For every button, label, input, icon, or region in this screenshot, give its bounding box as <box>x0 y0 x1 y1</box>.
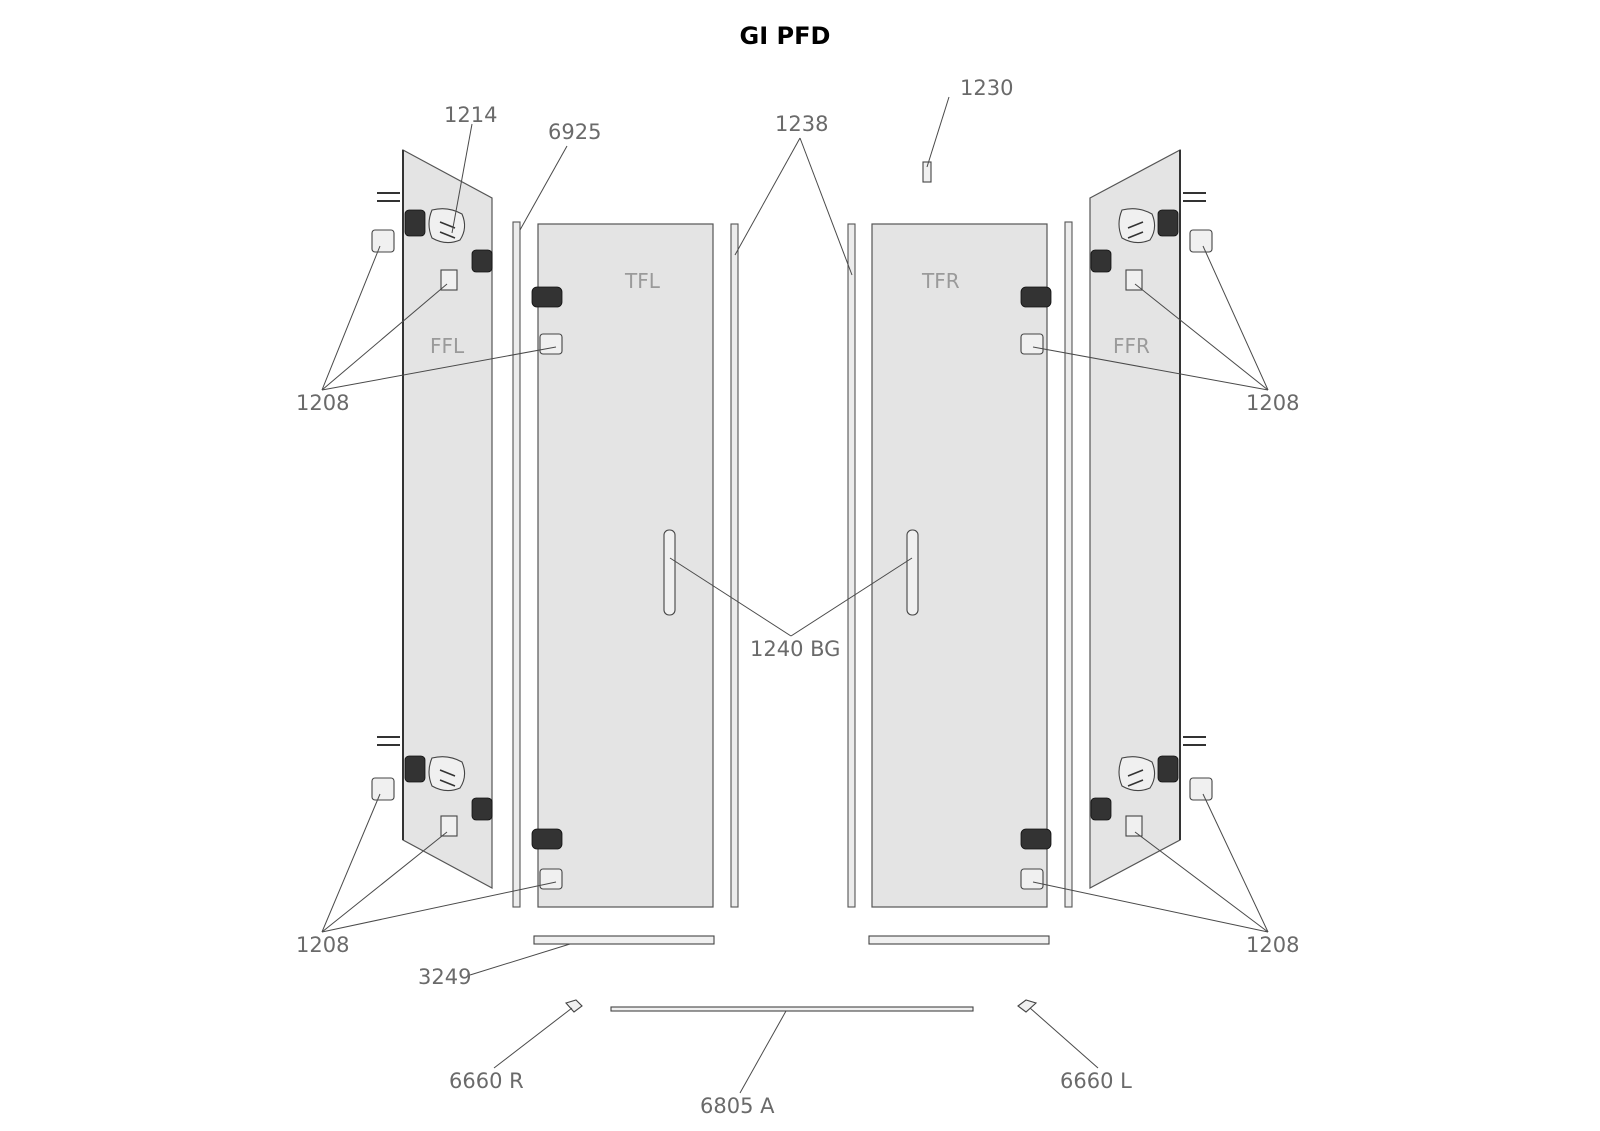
callout-1230: 1230 <box>960 76 1013 100</box>
wall-bracket-assembly-left-bottom <box>371 736 493 837</box>
wall-bracket-assembly-right-bottom <box>1090 736 1213 837</box>
glass-clip-left-bottom <box>440 815 458 837</box>
door-handle-left <box>663 529 676 616</box>
seal-strip-left <box>730 223 739 908</box>
callout-1208-left-top: 1208 <box>296 391 349 415</box>
callout-1238: 1238 <box>775 112 828 136</box>
callout-1208-right-bottom: 1208 <box>1246 933 1299 957</box>
door-hinge-left-bottom <box>531 828 563 850</box>
hinge-plate-right-bottom <box>1118 756 1156 792</box>
panel-label-tfr: TFR <box>921 269 960 293</box>
callout-6660-l: 6660 L <box>1060 1069 1132 1093</box>
door-clip-right-bottom <box>1020 868 1044 890</box>
glass-clip-right-top <box>1125 269 1143 291</box>
bottom-sweep-left <box>533 935 715 945</box>
door-clip-left-top <box>539 333 563 355</box>
seal-profile-left <box>512 221 521 908</box>
callout-1208-left-bottom: 1208 <box>296 933 349 957</box>
callout-1208-right-top: 1208 <box>1246 391 1299 415</box>
wall-cap-left-bottom <box>371 777 395 801</box>
callout-6660-r: 6660 R <box>449 1069 524 1093</box>
wall-bracket-assembly-right-top <box>1090 192 1213 291</box>
door-panel-left <box>537 223 714 908</box>
seal-strip-right <box>847 223 856 908</box>
wall-cap-right-bottom <box>1189 777 1213 801</box>
door-panel-right <box>871 223 1048 908</box>
door-stop-1230 <box>922 161 932 183</box>
door-clip-right-top <box>1020 333 1044 355</box>
panel-label-ffr: FFR <box>1113 334 1150 358</box>
callout-3249: 3249 <box>418 965 471 989</box>
bottom-sweep-right <box>868 935 1050 945</box>
door-hinge-left-top <box>531 286 563 308</box>
hinge-plate-right-top <box>1118 208 1156 244</box>
door-hinge-right-top <box>1020 286 1052 308</box>
drawing-title: GI PFD <box>739 22 831 50</box>
wall-bracket-assembly-left-top <box>371 192 493 291</box>
glass-clip-left-top <box>440 269 458 291</box>
door-clip-left-bottom <box>539 868 563 890</box>
callout-1214: 1214 <box>444 103 497 127</box>
seal-profile-right <box>1064 221 1073 908</box>
wall-cap-left-top <box>371 229 395 253</box>
panel-label-ffl: FFL <box>430 334 465 358</box>
hinge-plate-left-bottom <box>428 756 466 792</box>
door-hinge-right-bottom <box>1020 828 1052 850</box>
hinge-plate-left-top <box>428 208 466 244</box>
end-cap-left-hand <box>1017 999 1038 1013</box>
callout-6805-a: 6805 A <box>700 1094 775 1118</box>
glass-clip-right-bottom <box>1125 815 1143 837</box>
panel-label-tfl: TFL <box>624 269 661 293</box>
leader-lines <box>321 96 1269 1094</box>
door-handle-right <box>906 529 919 616</box>
callout-6925: 6925 <box>548 120 601 144</box>
bottom-threshold-profile <box>610 1006 974 1012</box>
wall-cap-right-top <box>1189 229 1213 253</box>
callout-1240-bg: 1240 BG <box>750 637 840 661</box>
